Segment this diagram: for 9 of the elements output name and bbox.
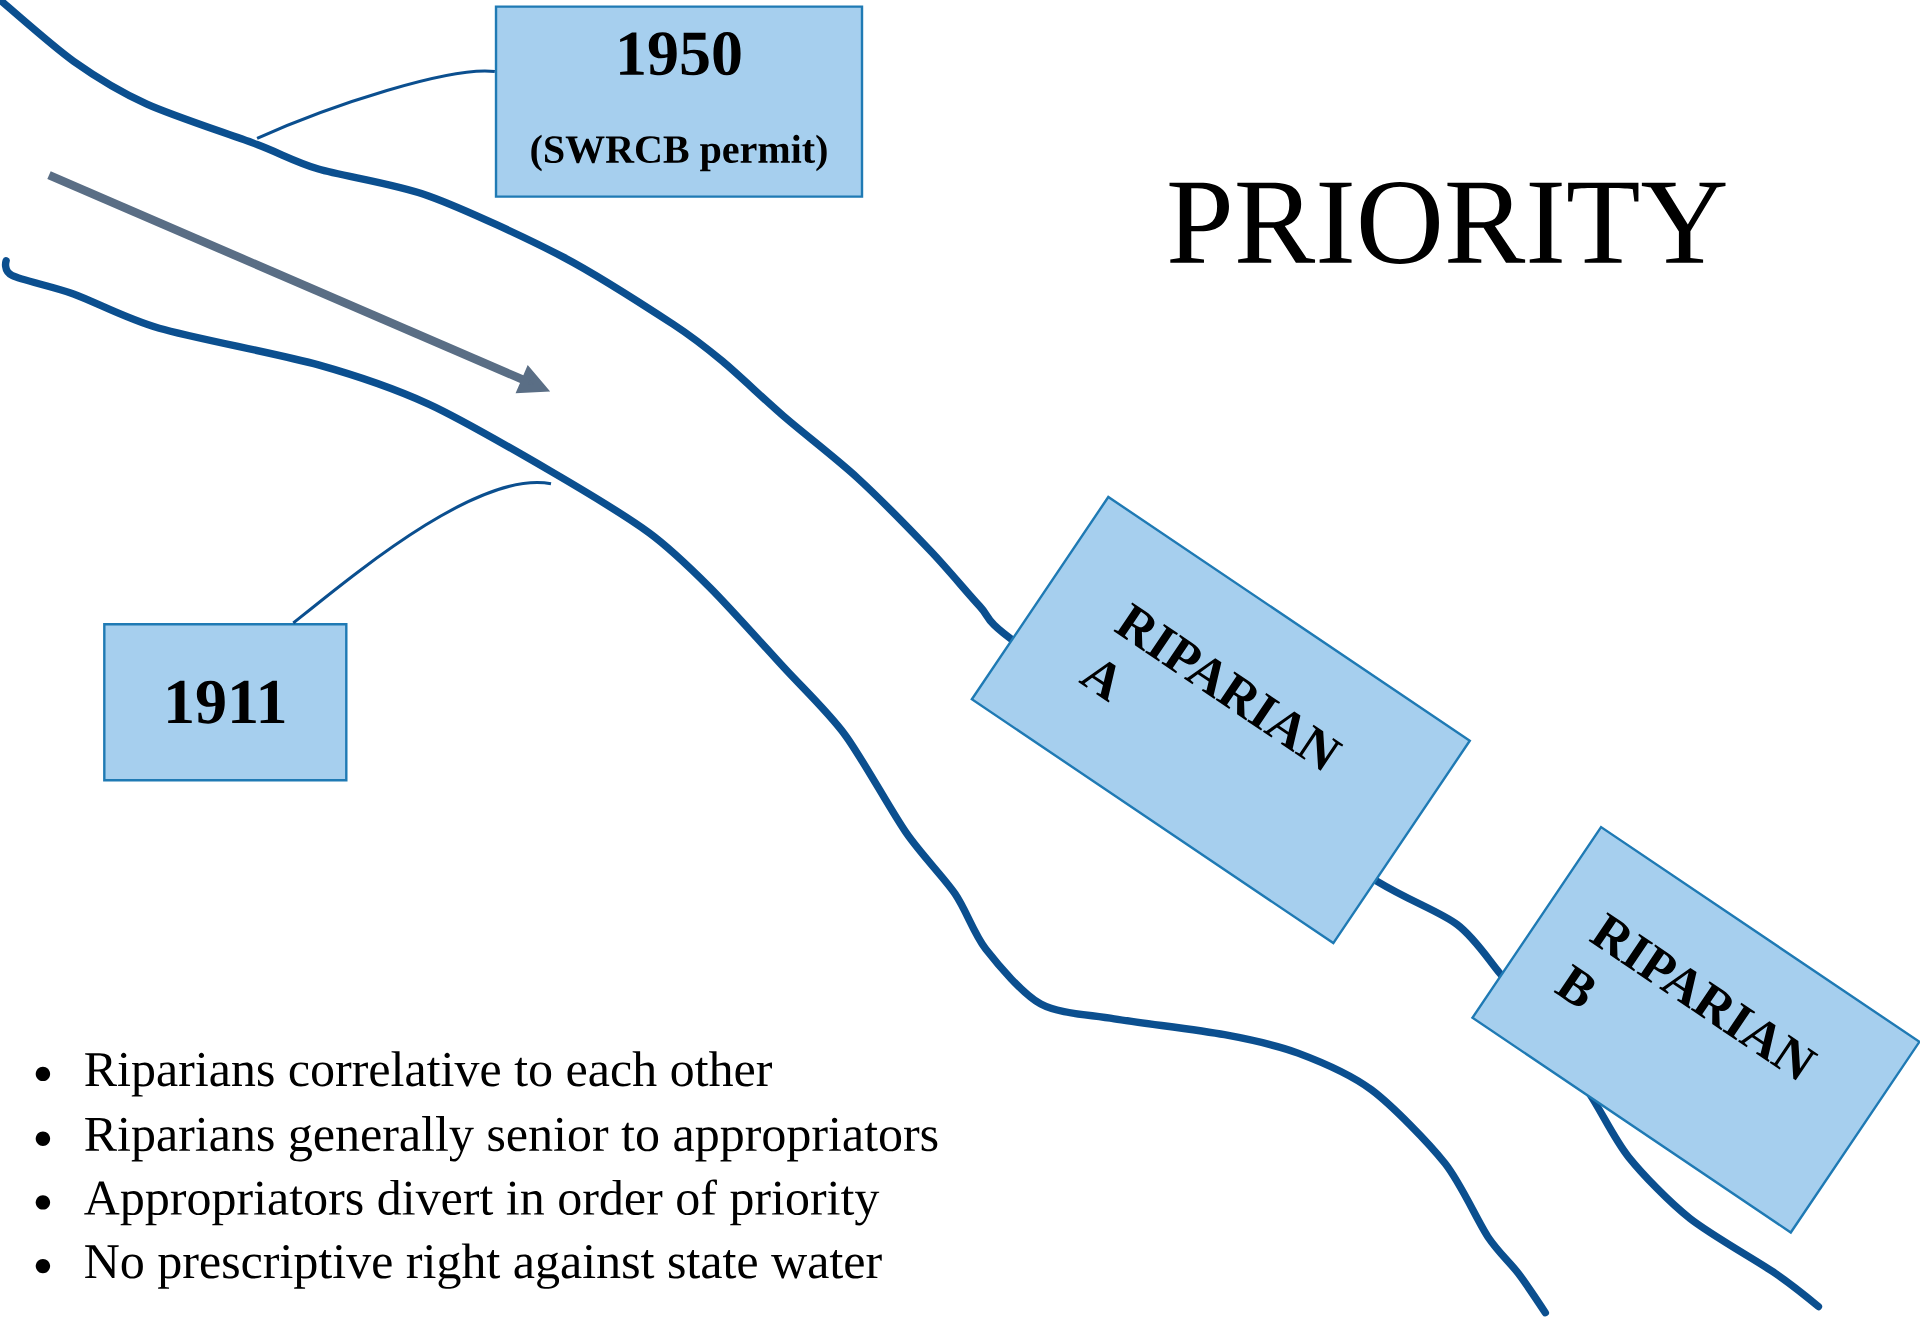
bullet-text: No prescriptive right against state water bbox=[85, 1243, 882, 1289]
title: PRIORITY bbox=[1169, 181, 1726, 264]
bullet-text: Riparians generally senior to appropriators bbox=[85, 1116, 938, 1162]
leader-line bbox=[292, 481, 552, 625]
bullet-text: Appropriators divert in order of priority bbox=[84, 1179, 880, 1226]
text-box: 1911 bbox=[103, 623, 348, 782]
text-box: 1950 (SWRCB permit) bbox=[494, 5, 864, 198]
bullet-text: Riparians correlative to each other bbox=[85, 1051, 772, 1097]
leader-line bbox=[256, 69, 495, 140]
